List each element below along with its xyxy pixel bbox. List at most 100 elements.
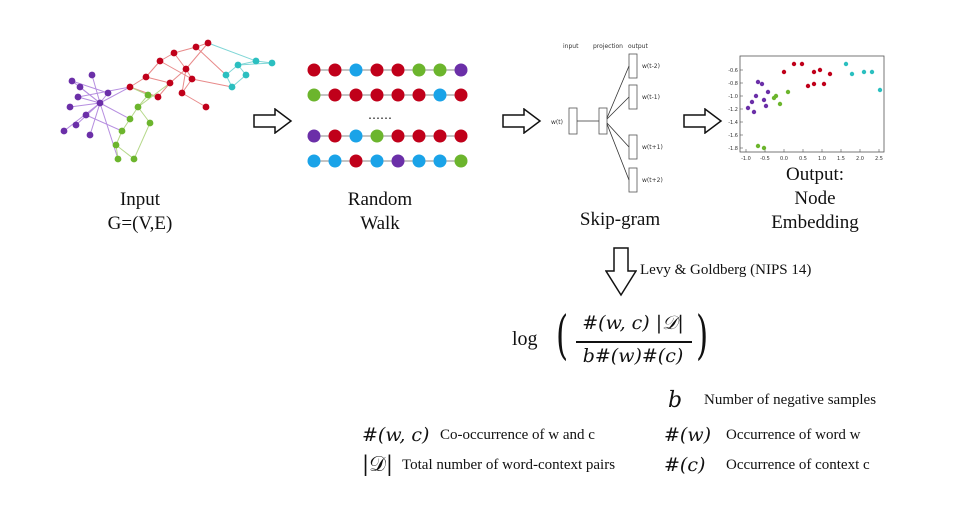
embedding-point [811,81,817,87]
skipgram-projection-label: projection [593,43,623,50]
skipgram-output-box [628,167,638,193]
graph-node [202,103,210,111]
y-tick-label: -0.6 [728,68,738,74]
walk-node [307,129,321,143]
graph-node [68,77,76,85]
graph-node [178,89,186,97]
walk-node [412,154,426,168]
graph-edge [71,80,109,94]
graph-edge [169,68,187,84]
y-tick-label: -1.4 [728,120,738,126]
output-line3: Embedding [771,212,859,233]
formula-log: log [512,328,538,350]
walk-node [307,88,321,102]
skipgram-diagram: input projection output w(t) w(t-2) w(t-… [551,43,663,193]
output-line2: Node [794,188,836,209]
walk-node [391,129,405,143]
input-title: Input [119,189,161,210]
embedding-point [753,93,759,99]
embedding-point [827,71,833,77]
skipgram-output-box [628,53,638,79]
graph-node [96,99,104,107]
graph-node [154,93,162,101]
graph-edge [207,42,257,62]
walk-node [328,88,342,102]
walk-node [391,154,405,168]
input-subtitle: G=(V,E) [107,213,173,234]
graph-node [182,65,190,73]
graph-edge [191,78,233,88]
skipgram-caption: Skip-gram [579,209,661,230]
walk-ellipsis: …… [368,108,392,122]
graph-node [204,39,212,47]
y-tick-label: -1.8 [728,146,738,152]
walk-node [370,154,384,168]
graph-edge [85,114,123,132]
x-tick-label: 0.0 [780,156,788,162]
input-graph [60,39,276,163]
y-tick-label: -0.8 [728,81,738,87]
embedding-point [791,61,797,67]
graph-node [188,75,196,83]
walk-node [370,129,384,143]
graph-node [242,71,250,79]
graph-edge [137,82,171,108]
arrow-down-icon [605,247,637,297]
embedding-point [811,69,817,75]
embedding-point [869,69,875,75]
graph-node [134,103,142,111]
random-walk-title: Random [347,189,413,210]
graph-node [268,59,276,67]
skipgram-input-word: w(t) [551,119,563,126]
graph-edge [69,102,101,108]
graph-node [144,91,152,99]
formula-left-paren: ( [556,306,569,366]
legend-c-text: Occurrence of context c [726,457,870,473]
y-tick-label: -1.6 [728,133,738,139]
embedding-point [781,69,787,75]
embedding-point [777,101,783,107]
skipgram-output-box [628,134,638,160]
graph-edges [63,42,273,160]
embedding-point [763,103,769,109]
embedding-point [861,69,867,75]
walk-node [328,63,342,77]
walk-node [349,88,363,102]
graph-node [126,115,134,123]
skipgram-input-box [568,107,578,135]
walk-node [412,88,426,102]
walk-node [370,88,384,102]
graph-node [222,71,230,79]
walk-node [454,88,468,102]
walk-node [412,63,426,77]
x-tick-label: 2.5 [875,156,883,162]
graph-node [88,71,96,79]
embedding-point [805,83,811,89]
walk-node [433,63,447,77]
graph-node [156,57,164,65]
graph-edge [145,76,171,84]
graph-edge [185,42,209,70]
walk-node [412,129,426,143]
skipgram-output-word: w(t-1) [642,94,660,101]
walk-node [433,129,447,143]
graph-node [82,111,90,119]
embedding-point [751,109,757,115]
walk-node [307,63,321,77]
skipgram-output-word: w(t+2) [642,177,663,184]
x-tick-label: -1.0 [741,156,751,162]
legend-w-symbol: #(w) [664,424,712,446]
embedding-point [749,99,755,105]
skipgram-output-label: output [628,43,648,50]
output-title: Output: [785,164,845,185]
embedding-point [761,97,767,103]
embedding-point [817,67,823,73]
graph-node [252,57,260,65]
graph-edge [99,102,131,120]
legend-d-text: Total number of word-context pairs [402,457,616,473]
graph-edge [77,96,101,104]
x-tick-label: 1.0 [818,156,826,162]
legend-b-text: Number of negative samples [704,392,877,408]
walk-node [391,88,405,102]
